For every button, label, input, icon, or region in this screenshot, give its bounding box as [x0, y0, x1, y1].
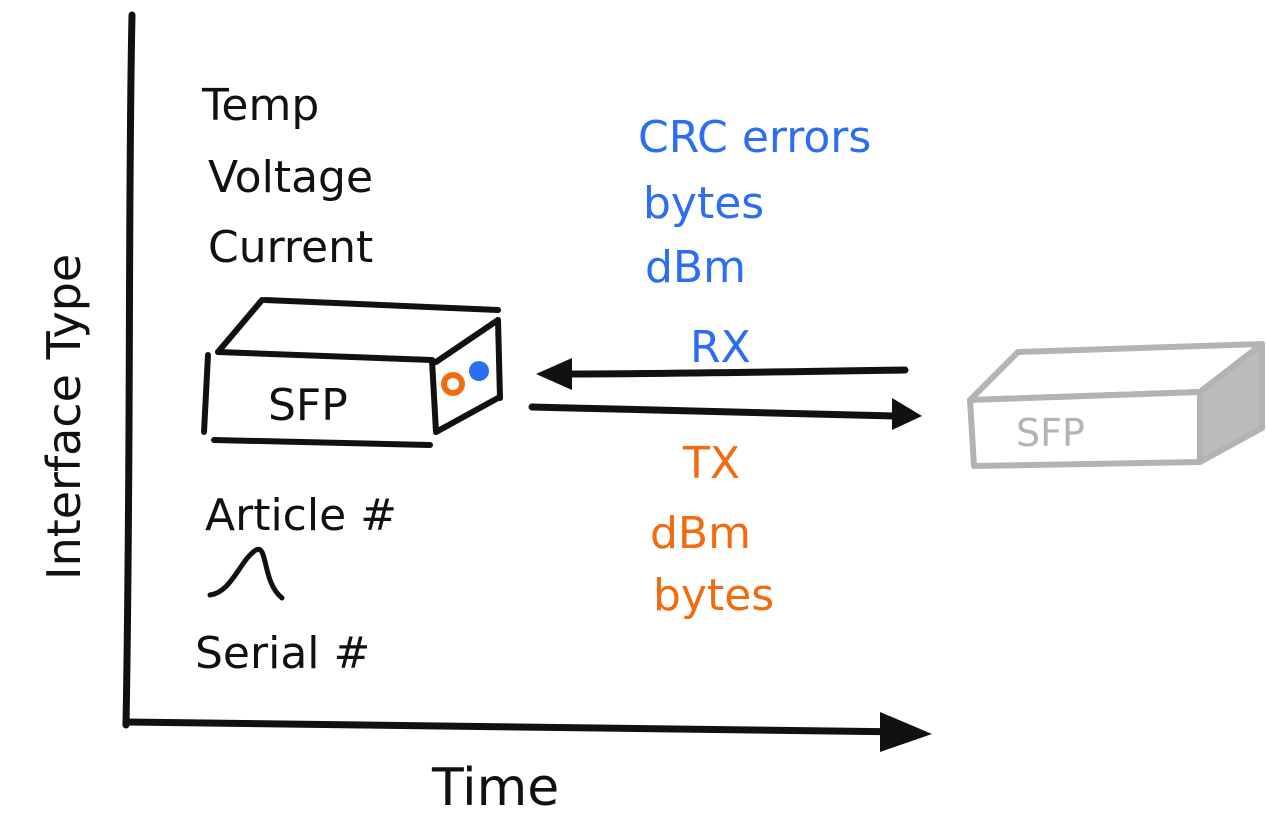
- y-axis-line: [122, 11, 136, 729]
- tx-metric-bytes: bytes: [653, 570, 774, 621]
- squiggle-mark: [207, 547, 285, 601]
- rx-arrow-line: [556, 366, 909, 378]
- attr-voltage: Voltage: [208, 152, 373, 203]
- remote-sfp-module: SFP: [967, 341, 1265, 469]
- rx-arrowhead: [536, 358, 572, 390]
- rx-metric-bytes: bytes: [643, 178, 764, 229]
- tx-arrow-line: [528, 403, 899, 420]
- tx-metric-dbm: dBm: [650, 508, 751, 559]
- local-sfp-module: SFP: [201, 297, 503, 448]
- remote-sfp-label: SFP: [1016, 411, 1085, 455]
- attr-current: Current: [208, 222, 373, 273]
- tx-port-indicator: [441, 372, 465, 396]
- rx-label: RX: [690, 322, 751, 373]
- rx-metric-dbm: dBm: [645, 242, 746, 293]
- rx-metric-crc-errors: CRC errors: [638, 112, 871, 163]
- x-axis-line: [122, 718, 909, 736]
- attr-temp: Temp: [201, 80, 319, 131]
- tx-label: TX: [682, 438, 740, 489]
- tx-arrowhead: [892, 398, 922, 430]
- attr-serial-number: Serial #: [195, 628, 370, 679]
- x-axis-arrowhead: [880, 712, 932, 752]
- x-axis-label: Time: [431, 758, 559, 815]
- attr-article-number: Article #: [205, 490, 397, 541]
- local-sfp-label: SFP: [268, 380, 348, 431]
- rx-port-indicator: [469, 361, 489, 381]
- y-axis-label: Interface Type: [37, 254, 91, 580]
